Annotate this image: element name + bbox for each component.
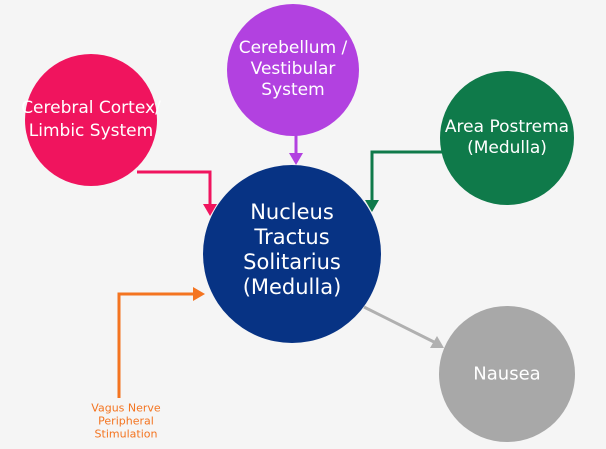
node-area-postrema-line-1: Area Postrema xyxy=(445,117,569,137)
arrow-cerebral-to-nts xyxy=(137,170,217,216)
node-nts-line-1: Nucleus xyxy=(250,200,334,224)
node-cerebral-cortex-line-1: Cerebral Cortex/ xyxy=(21,98,161,118)
node-cerebellum-line-2: Vestibular xyxy=(251,59,336,79)
node-cerebral-cortex-line-2: Limbic System xyxy=(29,121,153,141)
node-area-postrema: Area Postrema (Medulla) xyxy=(440,71,574,205)
node-nausea-label: Nausea xyxy=(473,364,540,385)
node-cerebellum-line-3: System xyxy=(261,80,324,100)
node-cerebral-cortex: Cerebral Cortex/ Limbic System xyxy=(21,54,161,186)
node-cerebellum-line-1: Cerebellum / xyxy=(239,38,348,58)
arrow-area-postrema-to-nts xyxy=(365,150,443,212)
vagus-line-1: Vagus Nerve xyxy=(91,402,161,415)
arrow-nts-to-nausea xyxy=(363,305,444,348)
node-nts-line-2: Tractus xyxy=(253,225,329,249)
node-nts-line-4: (Medulla) xyxy=(243,275,342,299)
arrow-vagus-to-nts xyxy=(117,287,205,398)
vagus-line-3: Stimulation xyxy=(95,428,158,441)
vagus-line-2: Peripheral xyxy=(98,415,154,428)
label-vagus-nerve: Vagus Nerve Peripheral Stimulation xyxy=(91,402,161,441)
node-cerebellum: Cerebellum / Vestibular System xyxy=(227,4,359,136)
node-nts-line-3: Solitarius xyxy=(243,250,341,274)
node-nausea: Nausea xyxy=(439,306,575,442)
node-area-postrema-line-2: (Medulla) xyxy=(467,138,547,158)
arrow-cerebellum-to-nts xyxy=(289,134,303,165)
node-nucleus-tractus-solitarius: Nucleus Tractus Solitarius (Medulla) xyxy=(203,165,381,343)
